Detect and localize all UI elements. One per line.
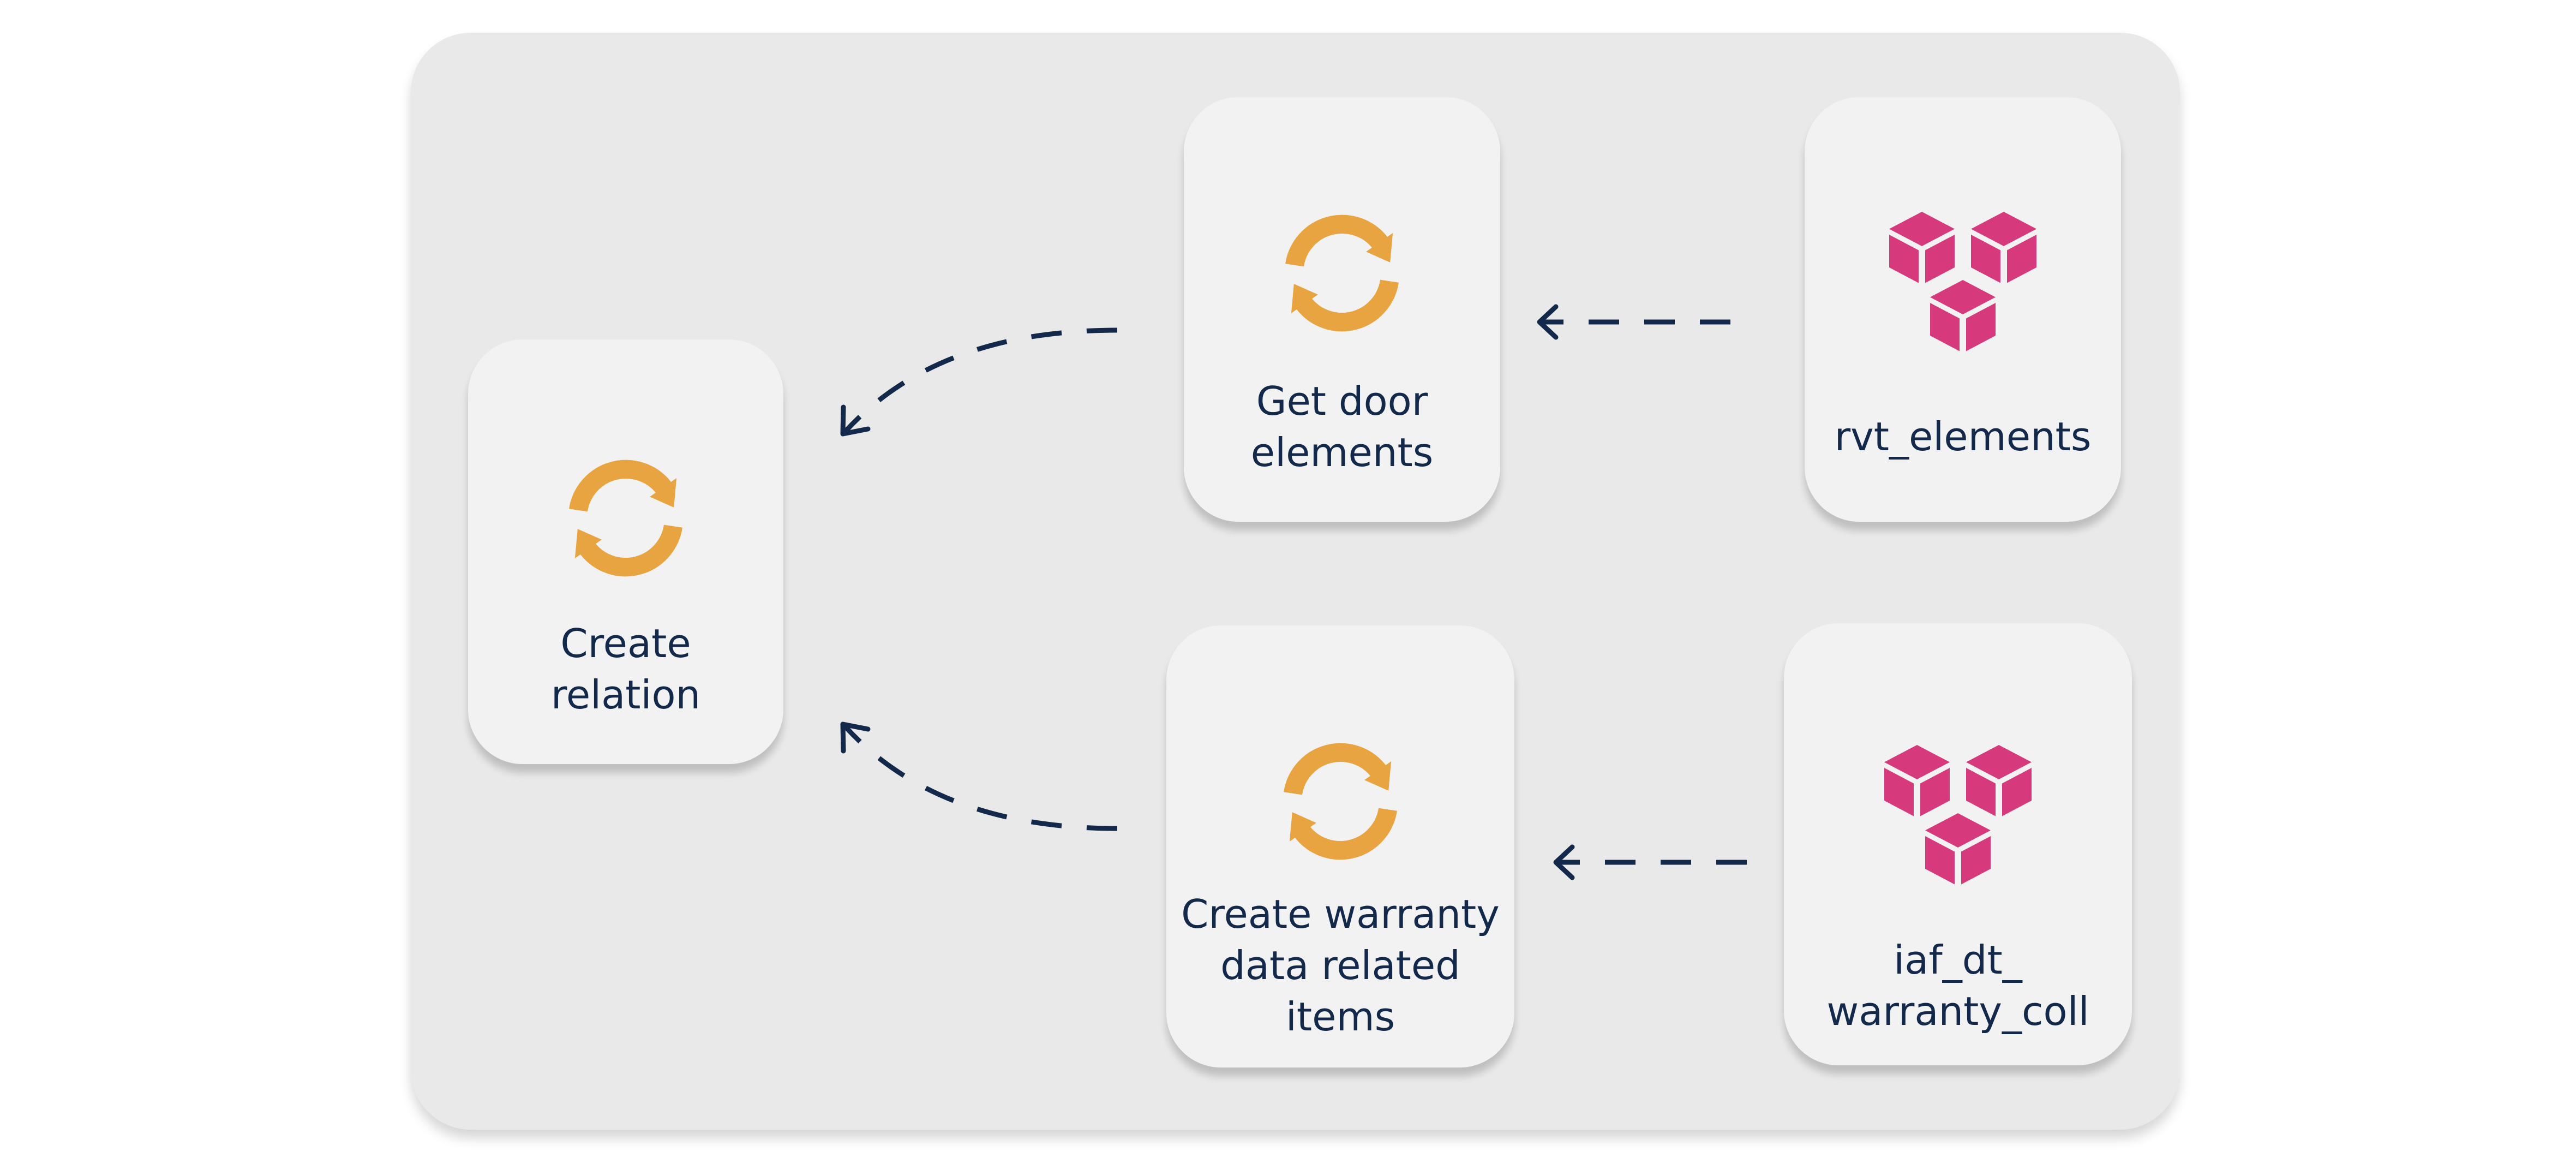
arrowhead-icon (1553, 844, 1575, 880)
node-label: Create relation (550, 621, 701, 718)
node-label: iaf_dt_ warranty_coll (1826, 937, 2089, 1034)
node-label: Create warranty data related items (1181, 891, 1500, 1040)
node-label: Get door elements (1250, 378, 1434, 475)
node-get-door-elements[interactable]: Get door elements (1184, 97, 1500, 522)
node-label: rvt_elements (1834, 414, 2092, 460)
arrowhead-icon (840, 404, 871, 437)
node-create-warranty-items[interactable]: Create warranty data related items (1166, 625, 1514, 1067)
edge-warranty-to-relation (843, 725, 1118, 831)
arrowhead-icon (1537, 304, 1559, 340)
arrowhead-icon (840, 721, 871, 754)
node-rvt-elements[interactable]: rvt_elements (1805, 97, 2121, 522)
node-create-relation[interactable]: Create relation (468, 339, 783, 764)
node-iaf-dt-warranty-coll[interactable]: iaf_dt_ warranty_coll (1784, 623, 2132, 1065)
edge-get-door-to-relation (843, 327, 1118, 433)
